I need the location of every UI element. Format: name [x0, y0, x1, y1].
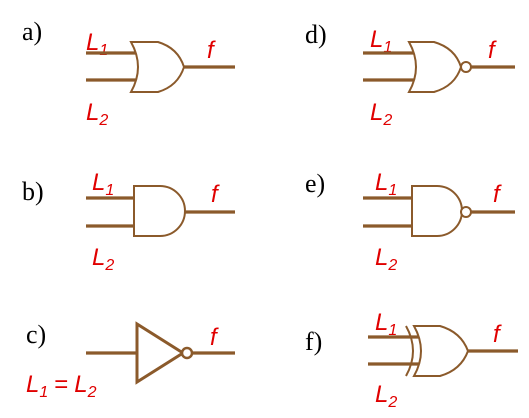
panel-e-inversion-bubble — [460, 206, 472, 218]
panel-b-input2-label: L2 — [92, 244, 114, 274]
panel-d-input1-label: L1 — [370, 26, 392, 56]
panel-f-output-label: f — [493, 321, 502, 348]
panel-e-input1-label: L1 — [375, 169, 397, 199]
panel-e-input2-label: L2 — [375, 244, 397, 274]
panel-f-label: f) — [305, 327, 322, 356]
panel-b-output-label: f — [211, 181, 220, 208]
panel-c-not-gate — [135, 321, 186, 385]
panel-f-xor-gate — [412, 325, 470, 377]
panel-c-label: c) — [26, 320, 46, 349]
panel-d-input2-label: L2 — [370, 99, 392, 129]
panel-d: d) L1 L2 f — [305, 20, 515, 129]
panel-b-label: b) — [22, 177, 44, 206]
panel-d-nor-gate — [407, 41, 463, 93]
panel-f: f) L1 L2 f — [305, 309, 518, 411]
panel-c-output-label: f — [210, 324, 219, 351]
panel-a: a) L1 L2 f — [22, 17, 235, 129]
panel-e-output-label: f — [493, 181, 502, 208]
panel-a-input2-label: L2 — [86, 99, 108, 129]
panel-b-and-gate — [133, 185, 186, 237]
panel-c-inversion-bubble — [180, 346, 194, 360]
panel-d-output-label: f — [488, 37, 497, 64]
panel-b: b) L1 L2 f — [22, 169, 235, 274]
panel-d-inversion-bubble — [460, 61, 472, 73]
panel-b-input1-label: L1 — [92, 169, 114, 199]
panel-e-nand-gate — [411, 185, 463, 237]
panel-c: c) f L1=L2 — [26, 320, 235, 401]
panel-d-label: d) — [305, 20, 327, 49]
panel-f-xor-input-arc — [405, 325, 414, 377]
panel-a-input1-label: L1 — [86, 29, 108, 59]
panel-c-equation: L1=L2 — [26, 371, 97, 401]
panel-f-input2-label: L2 — [375, 381, 397, 411]
panel-f-input1-label: L1 — [375, 309, 397, 339]
panel-a-or-gate — [129, 41, 186, 93]
panel-a-label: a) — [22, 17, 42, 46]
panel-e-label: e) — [305, 169, 325, 198]
panel-e: e) L1 L2 f — [305, 169, 515, 274]
panel-a-output-label: f — [207, 37, 216, 64]
